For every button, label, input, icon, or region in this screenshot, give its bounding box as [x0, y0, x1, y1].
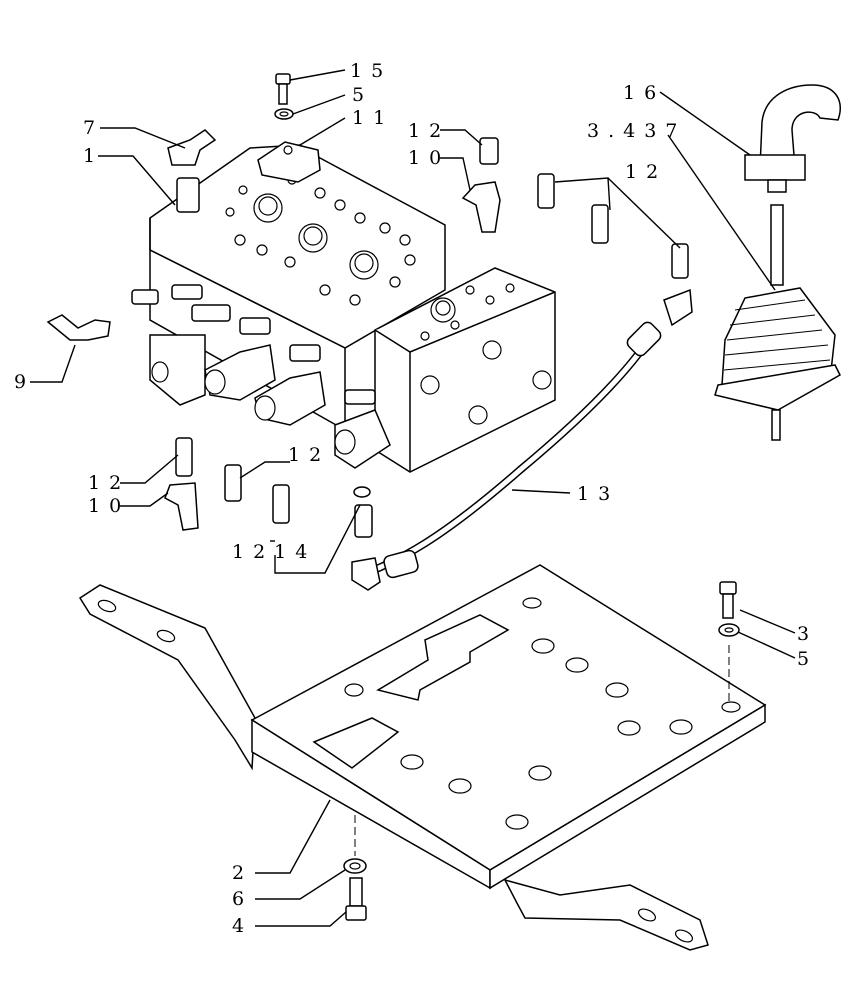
callout-16: 16 — [623, 82, 665, 104]
callout-10-top: 10 — [408, 147, 450, 169]
callout-12-right: 12 — [625, 161, 667, 183]
callout-12-top: 12 — [408, 120, 450, 142]
callout-3-437: 3.437 — [587, 120, 686, 142]
callout-labels: 15 5 11 7 1 12 10 16 3.437 12 9 12 10 12… — [14, 60, 818, 937]
mounting-plate — [78, 564, 767, 951]
joystick-assembly — [714, 84, 841, 441]
callout-11: 11 — [352, 107, 394, 129]
callout-1: 1 — [83, 145, 104, 167]
callout-15: 15 — [350, 60, 392, 82]
callout-5-top: 5 — [352, 84, 373, 106]
leader-lines — [30, 69, 796, 927]
callout-13: 13 — [577, 483, 619, 505]
callout-5-right: 5 — [797, 648, 818, 670]
callout-9: 9 — [14, 371, 35, 393]
callout-6: 6 — [232, 888, 253, 910]
callout-10-left: 10 — [88, 495, 130, 517]
callout-3: 3 — [797, 623, 818, 645]
callout-12-14: 1214 — [232, 541, 316, 563]
control-valve-block — [131, 141, 556, 473]
callout-12-center: 12 — [288, 444, 330, 466]
hydraulic-hose — [351, 288, 693, 591]
callout-2: 2 — [232, 862, 253, 884]
callout-4: 4 — [232, 915, 253, 937]
callout-12-left: 12 — [88, 472, 130, 494]
callout-7: 7 — [83, 117, 104, 139]
